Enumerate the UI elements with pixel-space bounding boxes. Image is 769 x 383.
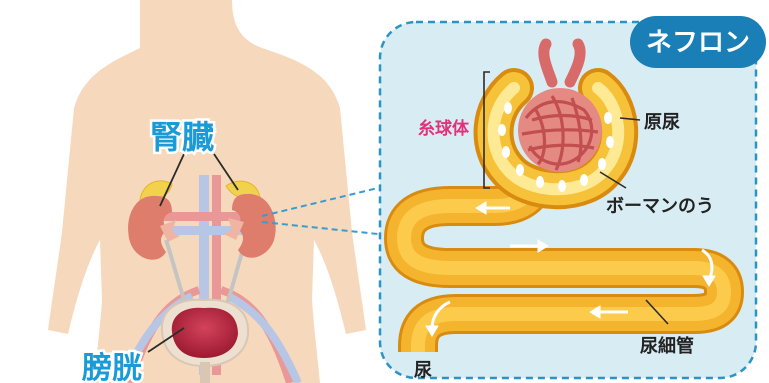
nephron-badge-label: ネフロン <box>646 28 750 58</box>
renal-tubule-label: 尿細管 <box>640 335 694 357</box>
bowman-capsule-label: ボーマンのう <box>606 196 714 217</box>
primary-urine-label: 原尿 <box>644 112 680 133</box>
bladder-label: 膀胱 <box>81 351 142 383</box>
glomerulus-label: 糸球体 <box>418 118 470 139</box>
body-illustration <box>48 0 366 383</box>
kidney-label: 腎臓 <box>150 118 214 156</box>
urine-label: 尿 <box>414 360 432 381</box>
